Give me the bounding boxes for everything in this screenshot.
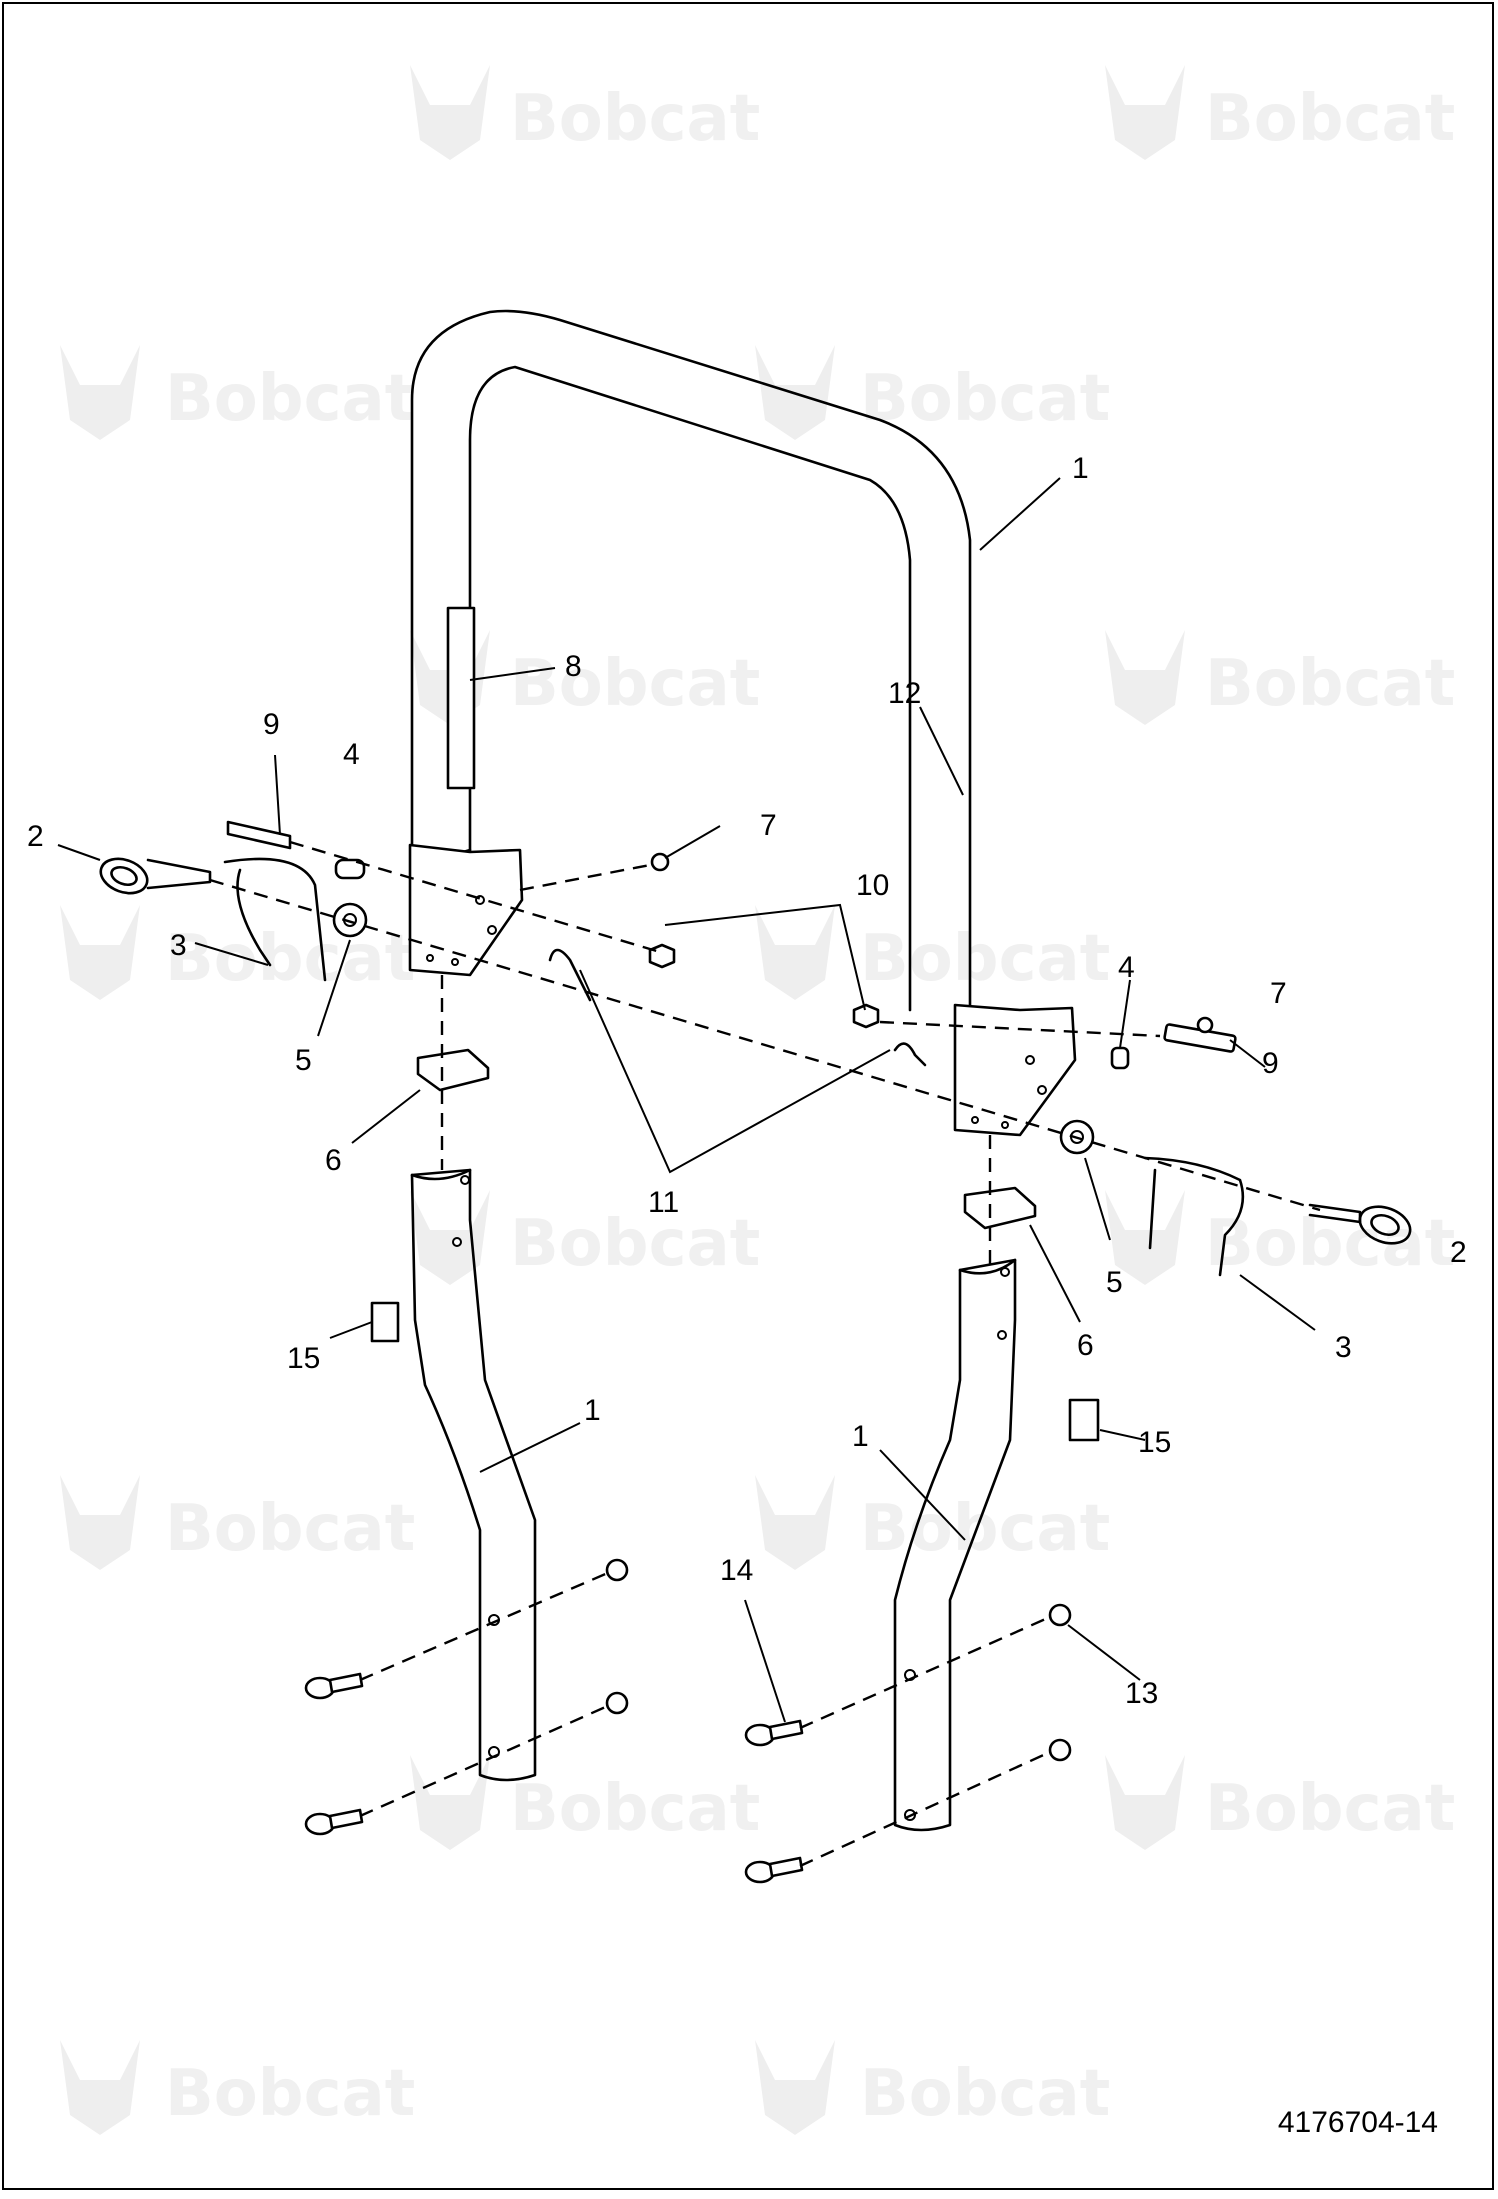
carriage-bolt [304, 1672, 364, 1700]
screw [650, 852, 670, 872]
left-mount-bracket [408, 843, 524, 977]
watermark: Bobcat [1105, 1755, 1455, 1850]
watermark: Bobcat [755, 1475, 1110, 1570]
svg-text:Bobcat: Bobcat [1205, 1207, 1455, 1281]
svg-text:Bobcat: Bobcat [510, 647, 760, 721]
watermark: Bobcat [60, 1475, 415, 1570]
carriage-bolt [304, 1808, 364, 1836]
callout-6b: 6 [1077, 1329, 1094, 1362]
svg-text:Bobcat: Bobcat [510, 1772, 760, 1846]
nut [852, 1003, 880, 1029]
watermark: Bobcat [60, 345, 415, 440]
watermark: Bobcat [755, 905, 1110, 1000]
callout-1: 1 [1072, 452, 1089, 485]
callout-12: 12 [888, 677, 921, 710]
callout-3: 3 [170, 929, 187, 962]
watermark: Bobcat [410, 65, 760, 160]
svg-text:Bobcat: Bobcat [165, 362, 415, 436]
lock-pin-left [99, 857, 212, 895]
screw [1196, 1016, 1214, 1034]
callout-6: 6 [325, 1144, 342, 1177]
nut [648, 943, 676, 969]
callout-2: 2 [27, 820, 44, 853]
callout-7b: 7 [1270, 977, 1287, 1010]
callout-7: 7 [760, 809, 777, 842]
svg-text:Bobcat: Bobcat [510, 1207, 760, 1281]
callout-14: 14 [720, 1554, 753, 1587]
flange-nut [605, 1691, 629, 1715]
svg-text:Bobcat: Bobcat [510, 82, 760, 156]
watermark: Bobcat [755, 345, 1110, 440]
callout-8: 8 [565, 650, 582, 683]
right-mount-bracket [953, 1003, 1077, 1137]
watermark-grid: Bobcat Bobcat Bobcat Bobcat Bobcat Bobca… [60, 65, 1455, 2135]
watermark: Bobcat [60, 905, 415, 1000]
carriage-bolt [744, 1856, 804, 1884]
wire-retainer [223, 857, 327, 982]
callout-5b: 5 [1106, 1266, 1123, 1299]
callout-9b: 9 [1262, 1047, 1279, 1080]
clip [334, 858, 366, 880]
callout-labels: 1 8 12 9 4 2 7 10 3 4 7 5 9 6 11 2 5 6 3… [27, 452, 1467, 1710]
flange-nut [1048, 1603, 1072, 1627]
decal-small [1068, 1398, 1100, 1442]
callout-1b: 1 [584, 1394, 601, 1427]
upper-roll-bar [408, 309, 1077, 1137]
bolt [226, 820, 292, 850]
assembly-lines [209, 840, 1321, 1868]
svg-text:Bobcat: Bobcat [165, 922, 415, 996]
watermark: Bobcat [755, 2040, 1110, 2135]
lock-pin-right [1308, 1203, 1412, 1245]
callout-1c: 1 [852, 1420, 869, 1453]
callout-9: 9 [263, 708, 280, 741]
callout-13: 13 [1125, 1677, 1158, 1710]
callout-11: 11 [648, 1186, 679, 1219]
wire-retainer [1143, 1156, 1245, 1277]
flange-nut [605, 1558, 629, 1582]
tube-plug [963, 1186, 1037, 1230]
svg-text:Bobcat: Bobcat [860, 922, 1110, 996]
watermark: Bobcat [1105, 65, 1455, 160]
callout-5: 5 [295, 1044, 312, 1077]
document-number: 4176704-14 [1277, 2106, 1438, 2139]
callout-15b: 15 [1138, 1426, 1171, 1459]
svg-text:Bobcat: Bobcat [165, 2057, 415, 2131]
watermark: Bobcat [1105, 630, 1455, 725]
decal [446, 606, 476, 790]
callout-3b: 3 [1335, 1331, 1352, 1364]
flange-nut [1048, 1738, 1072, 1762]
watermark: Bobcat [410, 1755, 760, 1850]
callout-2b: 2 [1450, 1236, 1467, 1269]
decal-small [370, 1301, 400, 1343]
callout-4b: 4 [1118, 951, 1135, 984]
hairpin [548, 948, 592, 1002]
watermark: Bobcat [1105, 1190, 1455, 1285]
tube-plug [416, 1048, 490, 1092]
carriage-bolt [744, 1719, 804, 1747]
callout-4: 4 [343, 738, 360, 771]
right-lower-post [893, 1258, 1017, 1832]
callout-15: 15 [287, 1342, 320, 1375]
watermark: Bobcat [60, 2040, 415, 2135]
clip [1110, 1046, 1130, 1070]
watermark: Bobcat [410, 1190, 760, 1285]
hairpin [893, 1042, 927, 1067]
svg-text:Bobcat: Bobcat [1205, 647, 1455, 721]
svg-text:Bobcat: Bobcat [1205, 1772, 1455, 1846]
svg-text:Bobcat: Bobcat [860, 362, 1110, 436]
svg-text:Bobcat: Bobcat [860, 2057, 1110, 2131]
callout-10: 10 [856, 869, 889, 902]
leader-lines [57, 477, 1316, 1723]
svg-text:Bobcat: Bobcat [165, 1492, 415, 1566]
svg-text:Bobcat: Bobcat [1205, 82, 1455, 156]
